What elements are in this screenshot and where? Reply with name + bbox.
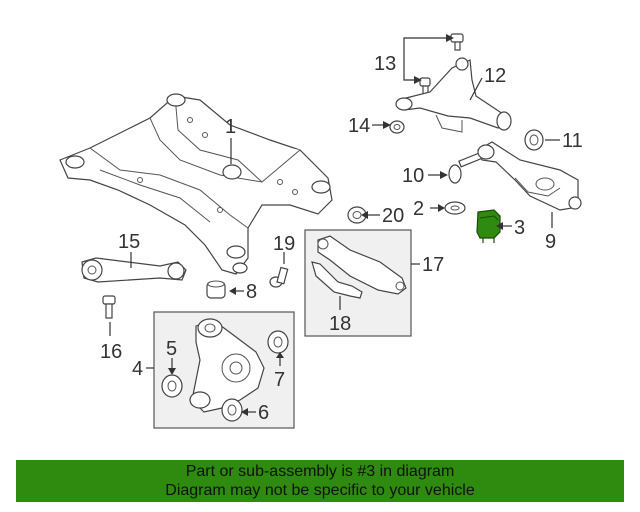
callout-7: 7 bbox=[274, 369, 285, 391]
callout-5: 5 bbox=[166, 338, 177, 360]
part-15-lateral-link bbox=[81, 257, 187, 283]
callout-16: 16 bbox=[100, 341, 122, 363]
callout-4: 4 bbox=[132, 358, 143, 380]
callout-13: 13 bbox=[374, 53, 396, 75]
callout-1: 1 bbox=[225, 116, 236, 138]
callout-12: 12 bbox=[484, 65, 506, 87]
inset-box-17-18 bbox=[304, 229, 412, 337]
callout-3: 3 bbox=[514, 217, 525, 239]
banner-line-2: Diagram may not be specific to your vehi… bbox=[165, 482, 475, 499]
info-banner: Part or sub-assembly is #3 in diagram Di… bbox=[16, 460, 624, 502]
callout-10: 10 bbox=[402, 165, 424, 187]
callout-14: 14 bbox=[348, 115, 370, 137]
part-10-bolt bbox=[448, 152, 483, 184]
inset-box-knuckle bbox=[153, 311, 295, 429]
callout-19: 19 bbox=[273, 233, 295, 255]
part-12-upper-arm bbox=[395, 57, 512, 133]
callout-9: 9 bbox=[545, 231, 556, 253]
part-19-bolt bbox=[269, 266, 289, 288]
callout-11: 11 bbox=[562, 130, 583, 152]
parts-diagram: 1 13 12 14 11 10 bbox=[59, 33, 583, 429]
part-9-lower-arm bbox=[477, 141, 582, 211]
callout-6: 6 bbox=[258, 402, 269, 424]
callout-18: 18 bbox=[329, 313, 351, 335]
part-16-bolt bbox=[102, 295, 116, 319]
part-8-bushing bbox=[206, 280, 226, 299]
callout-8: 8 bbox=[246, 281, 257, 303]
exploded-parts-diagram: 1 13 12 14 11 10 bbox=[59, 33, 583, 429]
callout-15: 15 bbox=[118, 231, 140, 253]
callout-20: 20 bbox=[382, 205, 404, 227]
part-14-washer bbox=[389, 120, 405, 134]
part-1-subframe bbox=[59, 93, 333, 275]
callout-17: 17 bbox=[422, 254, 444, 276]
part-3-bushing-highlighted bbox=[476, 209, 501, 243]
part-11-washer bbox=[524, 129, 544, 151]
part-2-washer bbox=[444, 201, 466, 215]
banner-line-1: Part or sub-assembly is #3 in diagram bbox=[185, 463, 455, 480]
callout-2: 2 bbox=[413, 198, 424, 220]
